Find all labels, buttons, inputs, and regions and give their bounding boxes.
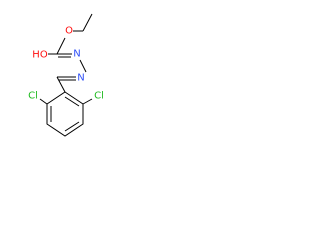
bond-ch-ring bbox=[56, 76, 66, 93]
atom-label-imine-n2: N bbox=[77, 73, 84, 84]
atom-label-hydroxyl: HO bbox=[32, 50, 48, 61]
atom-label-chloro-left: Cl bbox=[28, 91, 38, 102]
bond-ring-cl-right bbox=[82, 98, 93, 105]
bond-o-c bbox=[56, 37, 66, 55]
atom-label-ester-oxygen: O bbox=[65, 26, 73, 37]
ring-double-bond-2 bbox=[64, 121, 80, 132]
atom-label-chloro-right: Cl bbox=[94, 91, 104, 102]
chemical-structure: O HO N N Cl Cl bbox=[28, 13, 104, 137]
bond-ethyl-ch3-ch2 bbox=[82, 13, 93, 32]
atom-label-imine-n1: N bbox=[73, 49, 80, 60]
benzene-ring bbox=[46, 91, 84, 137]
ring-double-bond-1 bbox=[64, 96, 80, 107]
bond-ring-cl-left bbox=[39, 98, 48, 105]
bond-n1-n2 bbox=[79, 59, 87, 73]
